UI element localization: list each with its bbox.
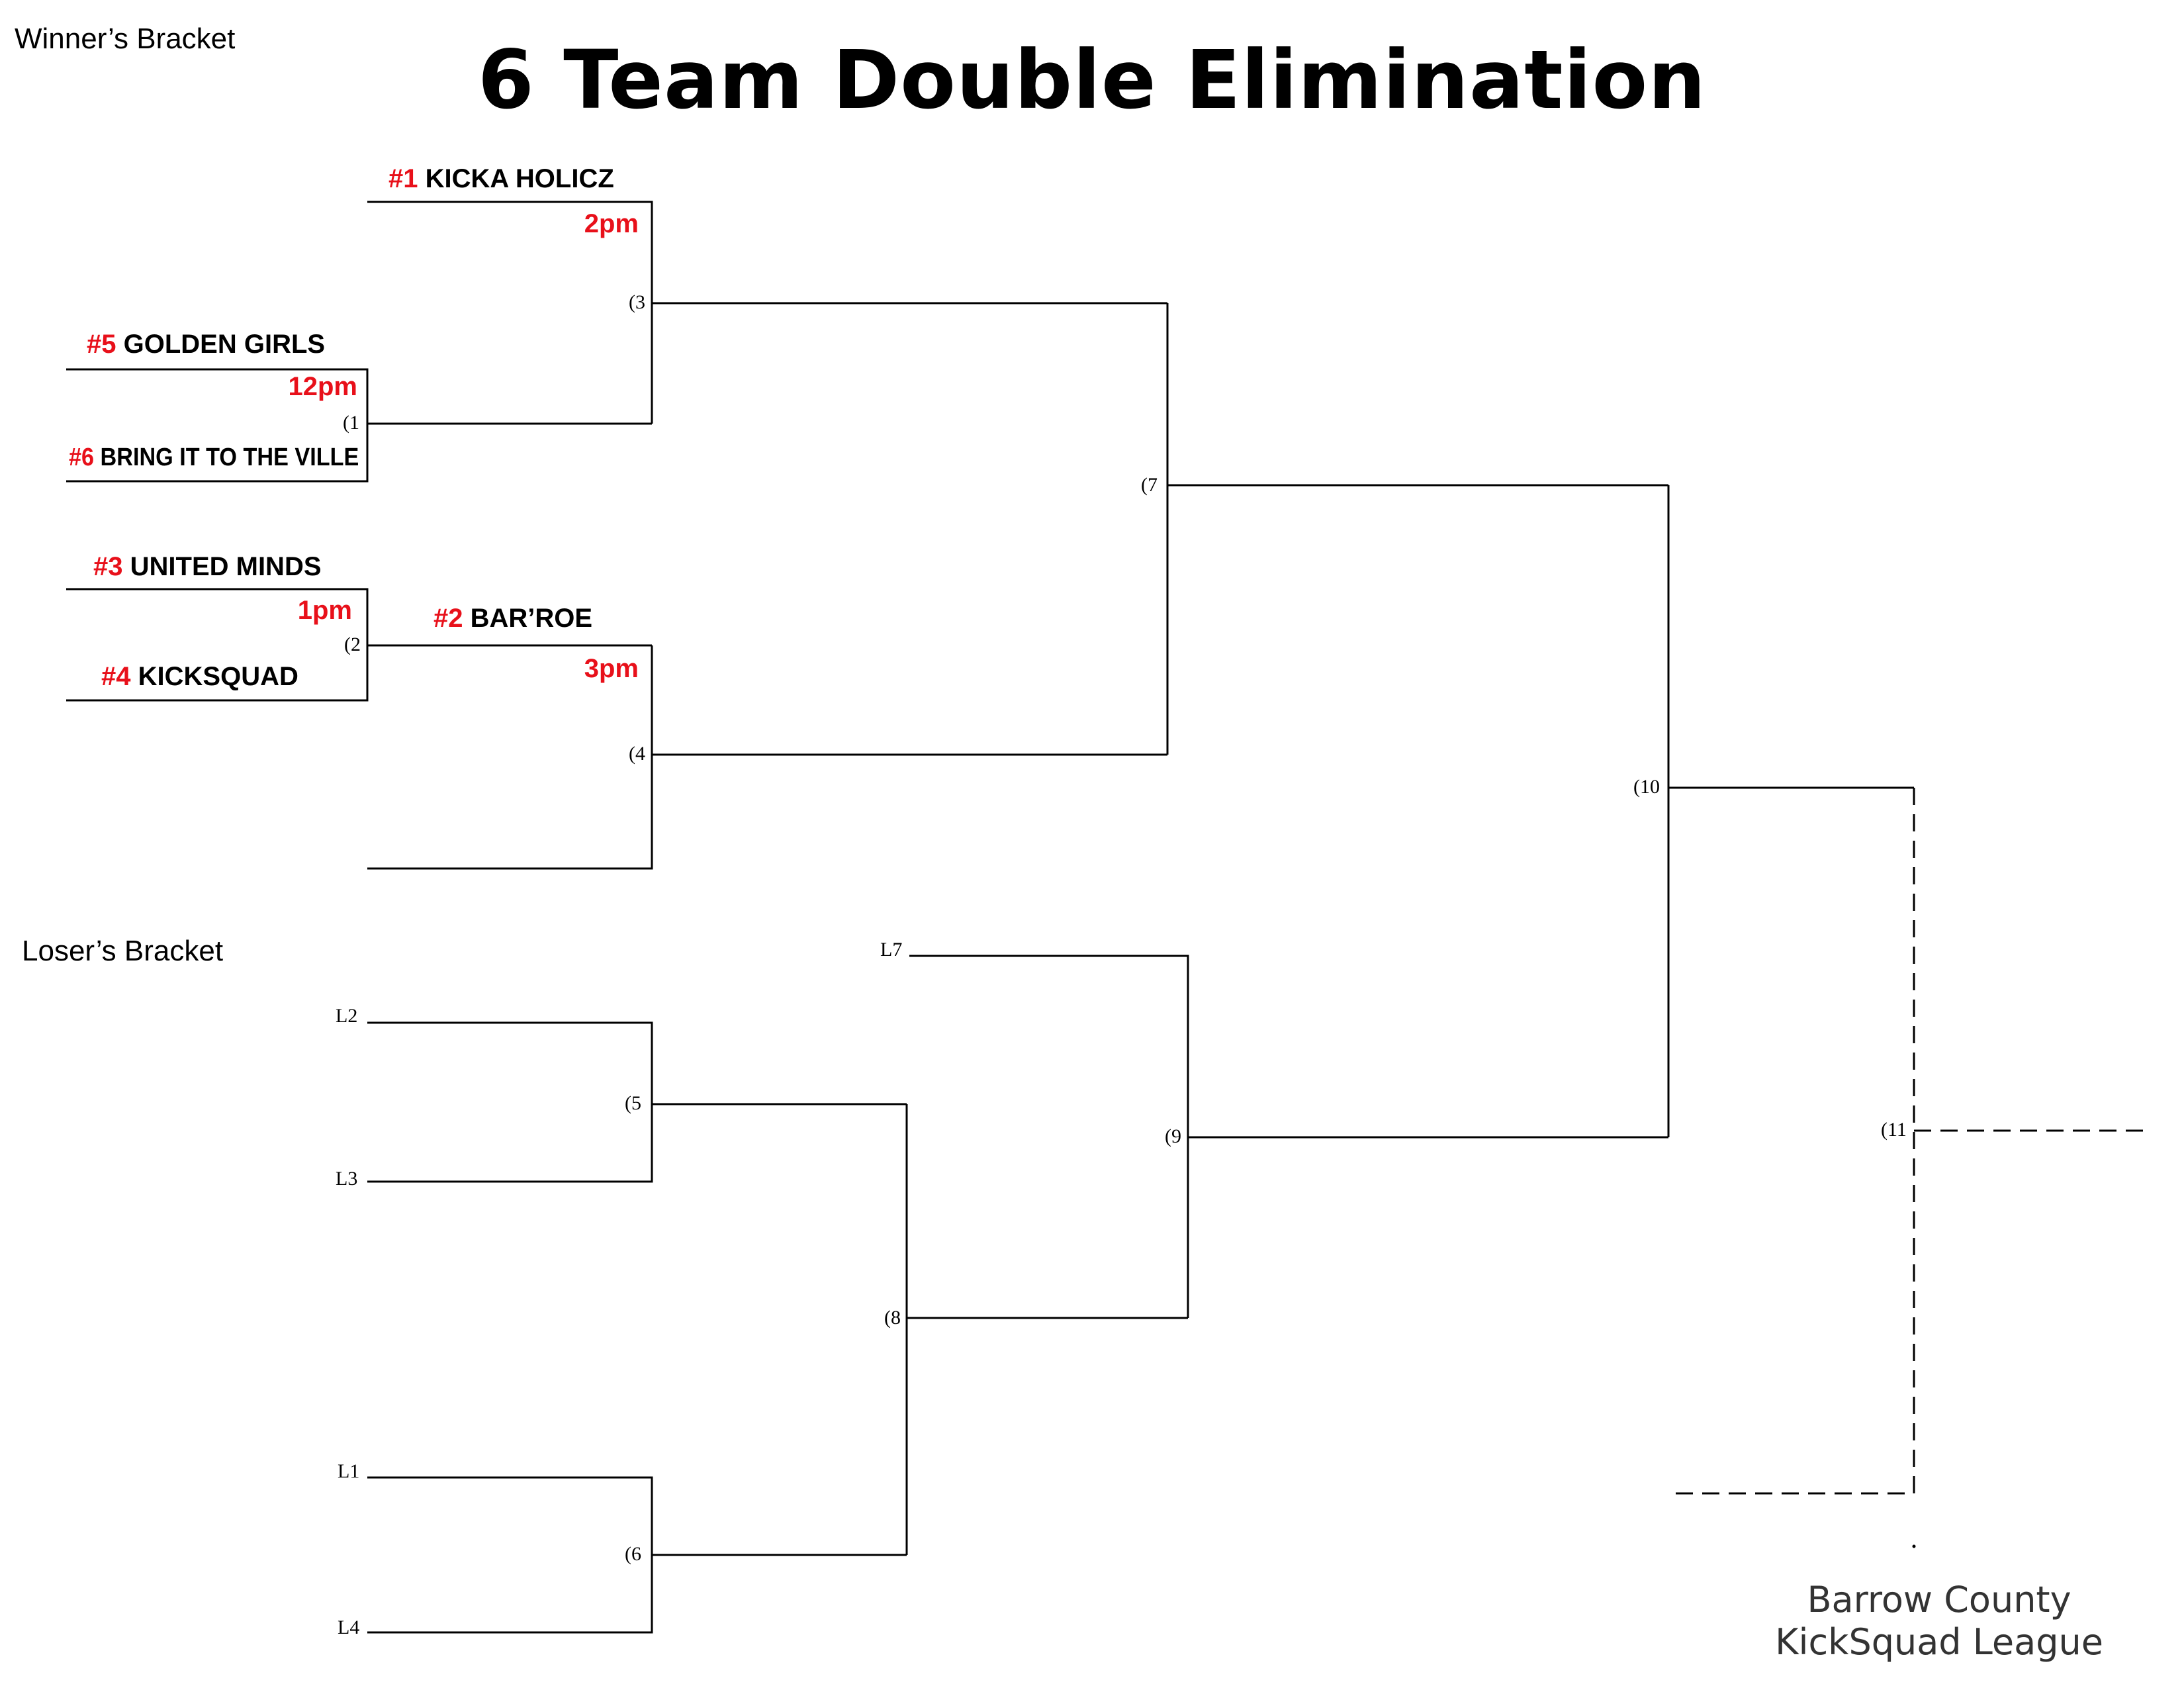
team-6-name: BRING IT TO THE VILLE <box>100 444 359 471</box>
page-title: 6 Team Double Elimination <box>477 33 1707 127</box>
game-9-number: (9 <box>1165 1125 1181 1147</box>
loser-l1-label: L1 <box>338 1460 360 1482</box>
game-8-number: (8 <box>884 1307 901 1329</box>
team-4-label: #4 KICKSQUAD <box>101 662 298 692</box>
team-5-name: GOLDEN GIRLS <box>123 330 326 359</box>
team-4-seed: #4 <box>101 662 131 691</box>
team-1-name: KICKA HOLICZ <box>425 164 614 193</box>
team-6-seed: #6 <box>69 444 95 471</box>
game-3-number: (3 <box>629 291 645 313</box>
loser-l4-label: L4 <box>338 1617 360 1638</box>
game-2-number: (2 <box>344 633 361 655</box>
game-1-time: 12pm <box>288 372 358 401</box>
losers-bracket-label: Loser’s Bracket <box>22 935 224 967</box>
game-7-number: (7 <box>1141 474 1158 496</box>
team-2-seed: #2 <box>433 604 463 633</box>
game-1-number: (1 <box>343 412 359 434</box>
game-3-bracket <box>367 201 653 424</box>
game-9-bracket <box>909 955 1189 1318</box>
league-name-line-2: KickSquad League <box>1775 1621 2103 1663</box>
game-5-number: (5 <box>625 1092 641 1114</box>
game-6-number: (6 <box>625 1543 641 1565</box>
team-4-name: KICKSQUAD <box>138 662 298 691</box>
league-name-line-1: Barrow County <box>1807 1579 2071 1620</box>
game-6-bracket <box>367 1476 653 1634</box>
game-3-time: 2pm <box>584 209 639 238</box>
loser-l2-label: L2 <box>336 1005 358 1027</box>
team-3-name: UNITED MINDS <box>130 552 322 581</box>
team-2-label: #2 BAR’ROE <box>433 604 592 633</box>
league-name: Barrow County KickSquad League <box>1714 1579 2164 1664</box>
dot-mark <box>1912 1544 1916 1548</box>
team-6-label: #6 BRING IT TO THE VILLE <box>69 444 359 472</box>
game-4-number: (4 <box>629 743 645 765</box>
team-5-seed: #5 <box>87 330 116 359</box>
team-3-label: #3 UNITED MINDS <box>93 552 322 582</box>
game-10-number: (10 <box>1633 776 1660 798</box>
loser-l3-label: L3 <box>336 1168 358 1190</box>
team-5-label: #5 GOLDEN GIRLS <box>87 330 325 359</box>
winners-bracket-label: Winner’s Bracket <box>15 23 236 55</box>
game-4-time: 3pm <box>584 654 639 683</box>
game-1-bracket <box>66 368 369 483</box>
team-1-label: #1 KICKA HOLICZ <box>388 164 614 194</box>
game-5-bracket <box>367 1021 653 1183</box>
team-1-seed: #1 <box>388 164 418 193</box>
team-2-name: BAR’ROE <box>470 604 593 633</box>
game-2-time: 1pm <box>297 596 352 625</box>
loser-l7-label: L7 <box>880 939 903 961</box>
game-11-number: (11 <box>1881 1119 1907 1141</box>
game-4-bracket <box>367 645 653 870</box>
game-11-bracket <box>1674 788 1915 1495</box>
team-3-seed: #3 <box>93 552 123 581</box>
